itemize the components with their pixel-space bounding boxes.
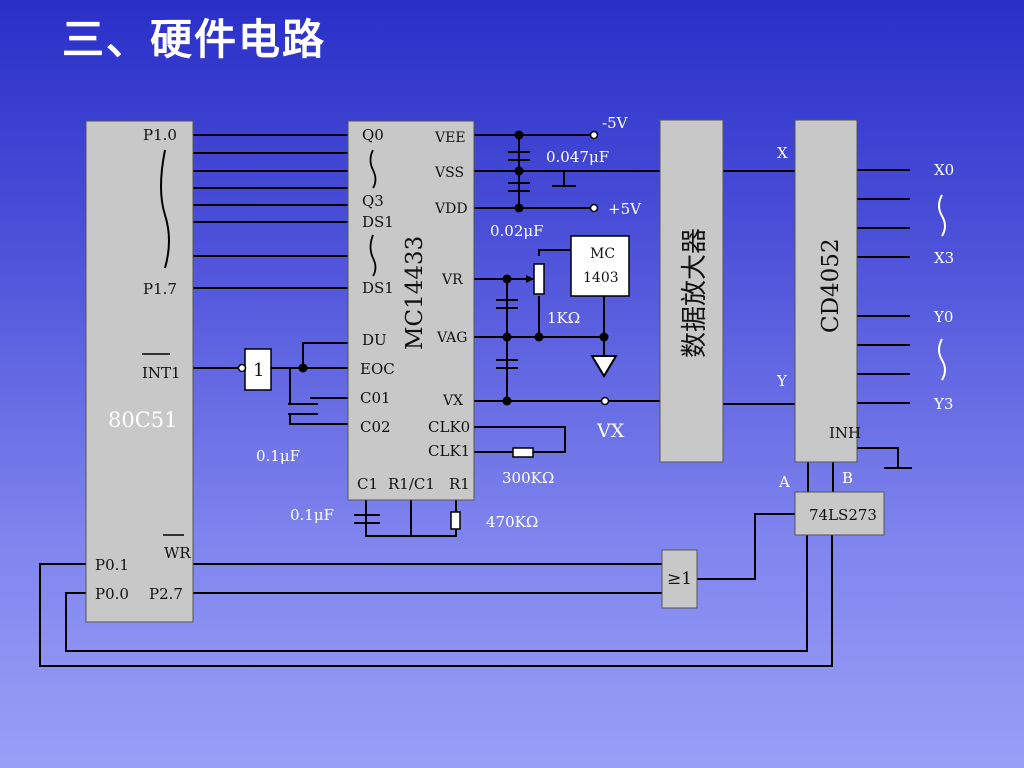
chip-74ls273: 74LS273 xyxy=(794,491,885,536)
chip-amplifier: 数据放大器 xyxy=(659,119,724,463)
pin-vag: VAG xyxy=(436,330,467,346)
chip-cd4052: CD4052 INH xyxy=(794,119,861,463)
pin-du: DU xyxy=(362,331,387,349)
or-gate-label: ≥1 xyxy=(667,569,692,589)
chip-mc14433-name: MC14433 xyxy=(402,236,428,350)
pin-c1: C1 xyxy=(357,475,378,493)
label-cap-01-bot: 0.1μF xyxy=(290,506,334,524)
label-vx-in: VX xyxy=(596,420,625,442)
resistor-470k xyxy=(450,511,461,530)
pin-q0: Q0 xyxy=(362,126,384,144)
terminals xyxy=(589,130,610,406)
label-cap-047: 0.047μF xyxy=(546,148,609,166)
amplifier-name: 数据放大器 xyxy=(680,228,710,358)
label-y3: Y3 xyxy=(933,395,953,413)
pin-vdd: VDD xyxy=(434,201,468,217)
potentiometer-1k xyxy=(520,263,545,295)
resistor-300k xyxy=(512,447,534,458)
label-cap-002: 0.02μF xyxy=(490,222,544,240)
pin-q3: Q3 xyxy=(362,192,384,210)
junction-dots xyxy=(298,130,609,406)
label-res-1k: 1KΩ xyxy=(547,309,580,327)
inverter-label: 1 xyxy=(253,360,264,381)
pin-clk0: CLK0 xyxy=(428,418,470,436)
label-res-470k: 470KΩ xyxy=(486,513,538,531)
label-cap-01-top: 0.1μF xyxy=(256,447,300,465)
chip-74ls273-name: 74LS273 xyxy=(809,506,877,524)
pin-co1: C01 xyxy=(360,389,391,407)
annotation-labels: -5V 0.047μF +5V 0.02μF 1KΩ VX 300KΩ 470K… xyxy=(256,114,954,531)
pin-vss: VSS xyxy=(434,165,464,181)
pin-vx: VX xyxy=(442,393,463,409)
pin-p00: P0.0 xyxy=(95,585,129,603)
chip-mc14433: MC14433 Q0 Q3 DS1 DS1 DU EOC C01 C02 C1 … xyxy=(347,120,475,501)
pin-co2: C02 xyxy=(360,418,391,436)
label-x3: X3 xyxy=(934,249,954,267)
pin-int1: INT1 xyxy=(142,364,181,382)
pin-ds1-b: DS1 xyxy=(362,279,394,297)
label-res-300k: 300KΩ xyxy=(502,469,554,487)
pin-eoc: EOC xyxy=(360,360,395,378)
label-b: B xyxy=(842,469,853,487)
pin-vr: VR xyxy=(441,272,463,288)
pin-r1c1: R1/C1 xyxy=(388,475,435,493)
chip-mc1403: MC 1403 xyxy=(570,235,630,297)
pin-ds1-a: DS1 xyxy=(362,213,394,231)
ground-triangle xyxy=(590,355,618,378)
label-x0: X0 xyxy=(934,161,954,179)
mc1403-line2: 1403 xyxy=(583,270,619,286)
chip-80c51: 80C51 P1.0 P1.7 INT1 WR P0.1 P0.0 P2.7 xyxy=(85,120,194,623)
wires xyxy=(39,134,912,667)
inverter-gate: 1 xyxy=(237,348,272,391)
pin-vee: VEE xyxy=(434,130,466,146)
label-a: A xyxy=(778,473,790,491)
mc1403-line1: MC xyxy=(590,246,615,262)
label-x: X xyxy=(777,144,788,162)
page-title: 三、硬件电路 xyxy=(62,15,327,64)
pin-p27: P2.7 xyxy=(149,585,183,603)
pin-r1: R1 xyxy=(449,475,470,493)
chip-cd4052-name: CD4052 xyxy=(818,238,844,333)
or-gate: ≥1 xyxy=(661,549,698,609)
chip-80c51-name: 80C51 xyxy=(108,408,178,432)
pin-p10: P1.0 xyxy=(143,126,177,144)
pin-clk1: CLK1 xyxy=(428,442,470,460)
label-y: Y xyxy=(776,372,788,390)
pin-inh: INH xyxy=(829,424,861,442)
pin-p01: P0.1 xyxy=(95,556,129,574)
label-y0: Y0 xyxy=(933,308,953,326)
label-neg5v: -5V xyxy=(602,114,629,132)
pin-p17: P1.7 xyxy=(143,280,177,298)
pin-wr: WR xyxy=(164,544,191,562)
label-pos5v: +5V xyxy=(608,200,642,218)
